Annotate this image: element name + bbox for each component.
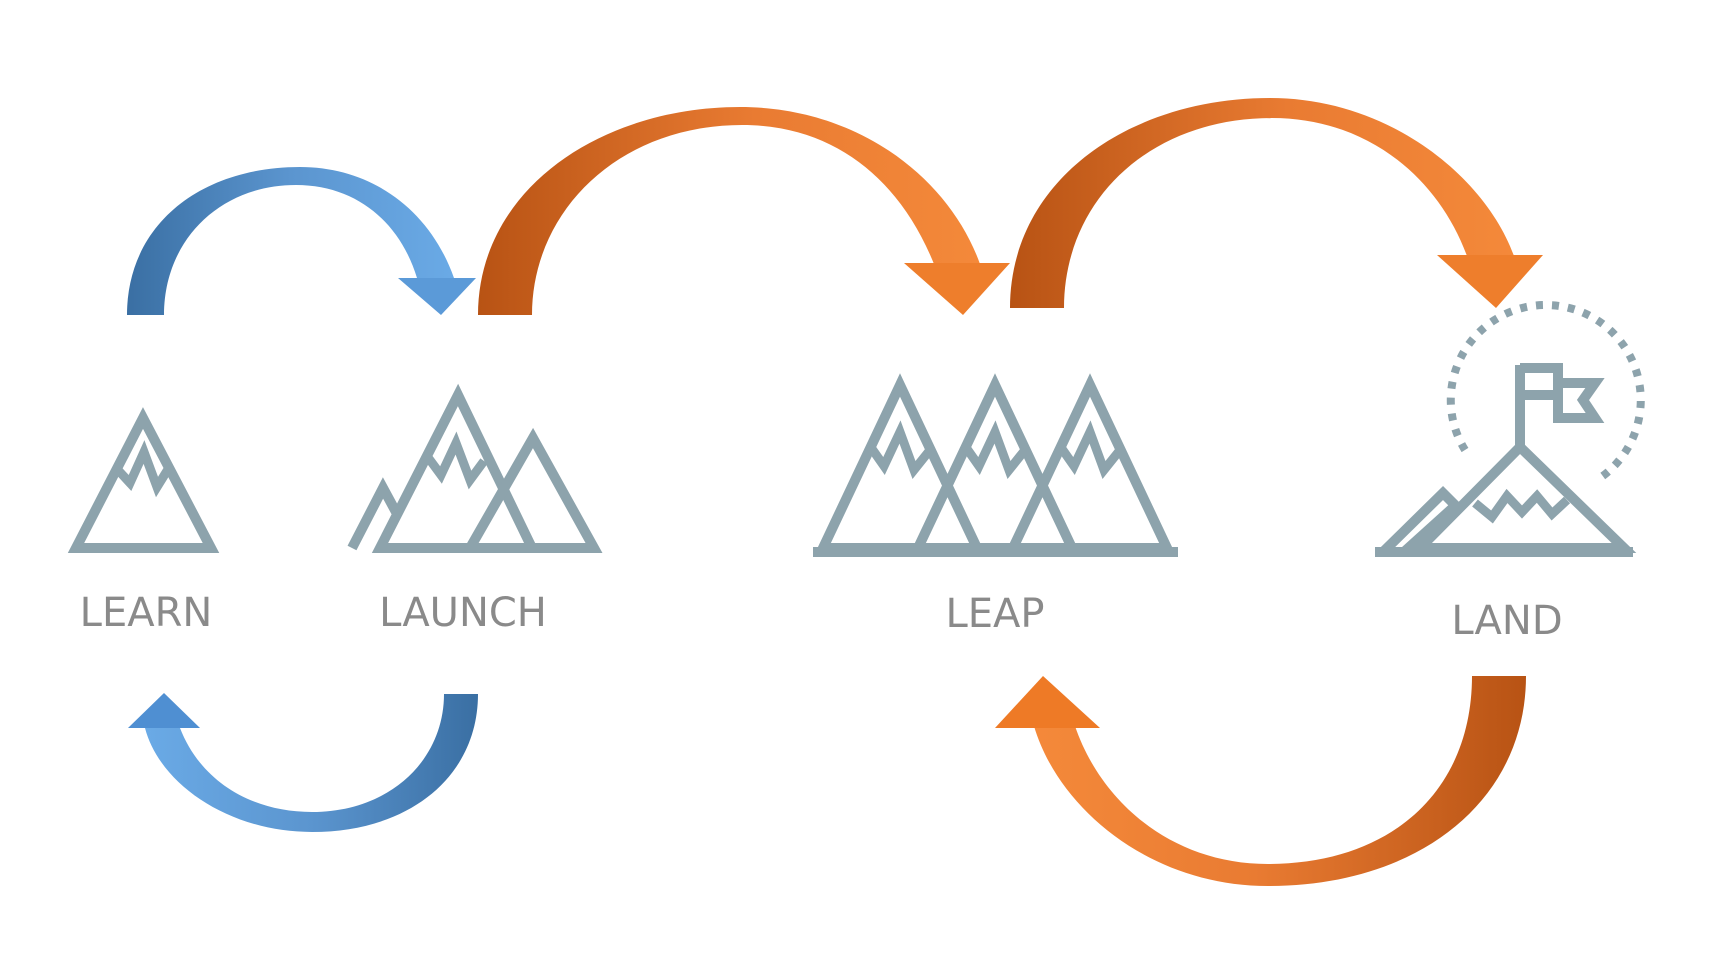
summit-flag-icon bbox=[1375, 301, 1645, 557]
arrow-launch-to-leap bbox=[478, 107, 1010, 315]
stage-label-launch: LAUNCH bbox=[379, 590, 547, 636]
arrow-leap-to-land bbox=[1010, 98, 1543, 308]
arrow-launch-to-learn bbox=[128, 693, 478, 832]
stage-label-learn: LEARN bbox=[80, 590, 213, 636]
arrow-learn-to-launch bbox=[127, 167, 476, 315]
stage-label-land: LAND bbox=[1451, 598, 1562, 644]
single-mountain-icon bbox=[67, 407, 220, 553]
two-mountains-icon bbox=[347, 383, 603, 553]
stage-label-leap: LEAP bbox=[945, 591, 1044, 637]
three-mountains-icon bbox=[813, 373, 1178, 557]
arrow-land-to-leap bbox=[995, 676, 1526, 886]
